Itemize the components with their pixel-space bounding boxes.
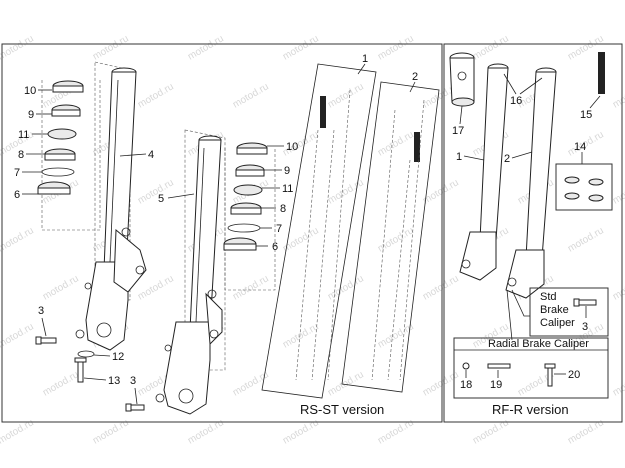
fork-leg-left	[75, 61, 147, 351]
label-8-left: 8	[18, 149, 24, 161]
watermark-text: motod.ru	[91, 33, 131, 62]
label-7-left: 7	[14, 167, 20, 179]
right-panel-frame	[443, 43, 623, 423]
cartridge-exploded-1	[261, 63, 377, 399]
label-8-right: 8	[280, 203, 286, 215]
label-19: 19	[490, 379, 502, 391]
part-15-spring	[598, 52, 605, 94]
label-18: 18	[460, 379, 472, 391]
label-1-rfr: 1	[456, 151, 462, 163]
fork-leg-right	[155, 129, 226, 415]
watermark-text: motod.ru	[41, 273, 81, 302]
std-brake-leader	[511, 289, 530, 317]
label-16: 16	[510, 95, 522, 107]
watermark-text: motod.ru	[611, 177, 625, 206]
label-10-left: 10	[24, 85, 36, 97]
label-3-std: 3	[582, 321, 588, 333]
watermark-text: motod.ru	[376, 33, 416, 62]
watermark-text: motod.ru	[326, 81, 366, 110]
watermark-text: motod.ru	[41, 369, 81, 398]
watermark-text: motod.ru	[231, 273, 271, 302]
watermark-text: motod.ru	[281, 33, 321, 62]
watermark-text: motod.ru	[611, 81, 625, 110]
watermark-text: motod.ru	[136, 81, 176, 110]
watermark-text: motod.ru	[611, 273, 625, 302]
label-9-right: 9	[284, 165, 290, 177]
fork-leg-rfr-1	[459, 63, 509, 281]
bolts-left	[35, 336, 145, 412]
radial-brake-title: Radial Brake Caliper	[488, 338, 589, 350]
label-4: 4	[148, 149, 154, 161]
radial-brake-caliper-box	[453, 337, 609, 399]
rf-r-version-label: RF-R version	[492, 402, 569, 417]
seal-stack-left	[37, 80, 101, 231]
part-labels: 10 9 11 8 7 6 4 5 3 12 13 3 10 9 11 8 7 …	[14, 53, 601, 405]
label-11-left: 11	[18, 129, 29, 141]
label-11-right: 11	[282, 183, 293, 195]
label-15: 15	[580, 109, 592, 121]
std-brake-caliper-box	[529, 287, 609, 337]
watermark-text: motod.ru	[471, 33, 511, 62]
watermark-text: motod.ru	[136, 177, 176, 206]
label-20: 20	[568, 369, 580, 381]
label-17: 17	[452, 125, 464, 137]
watermark-text: motod.ru	[421, 273, 461, 302]
watermark-text: motod.ru	[326, 177, 366, 206]
watermark-text: motod.ru	[0, 33, 36, 62]
radial-parts	[462, 362, 556, 387]
std-brake-line1: Std	[540, 291, 557, 303]
watermark-text: motod.ru	[0, 225, 36, 254]
label-6-right: 6	[272, 241, 278, 253]
label-10-right: 10	[286, 141, 298, 153]
label-6-left: 6	[14, 189, 20, 201]
watermark-text: motod.ru	[326, 369, 366, 398]
part-17-cap	[449, 52, 475, 107]
bushings-box	[555, 163, 613, 211]
cartridge-exploded-2	[341, 81, 440, 393]
label-1: 1	[362, 53, 368, 65]
bolt-3-std	[573, 298, 597, 307]
watermark-text: motod.ru	[186, 33, 226, 62]
bushings-14	[564, 176, 604, 202]
label-3-bottom: 3	[130, 375, 136, 387]
watermark-text: motod.ru	[376, 225, 416, 254]
label-3-left: 3	[38, 305, 44, 317]
label-2-rfr: 2	[504, 153, 510, 165]
watermark-text: motod.ru	[421, 177, 461, 206]
watermark-text: motod.ru	[136, 273, 176, 302]
label-9-left: 9	[28, 109, 34, 121]
watermark-text: motod.ru	[376, 129, 416, 158]
fork-leg-rfr-2	[505, 67, 557, 299]
watermark-text: motod.ru	[0, 321, 36, 350]
watermark-text: motod.ru	[326, 273, 366, 302]
watermark-text: motod.ru	[281, 225, 321, 254]
watermark-text: motod.ru	[611, 369, 625, 398]
rs-st-version-label: RS-ST version	[300, 402, 384, 417]
watermark-text: motod.ru	[231, 81, 271, 110]
std-brake-line3: Caliper	[540, 317, 575, 329]
left-panel-frame	[1, 43, 443, 423]
watermark-text: motod.ru	[566, 225, 606, 254]
label-5: 5	[158, 193, 164, 205]
watermark-text: motod.ru	[421, 369, 461, 398]
label-12: 12	[112, 351, 124, 363]
seal-stack-right	[223, 142, 276, 291]
label-2: 2	[412, 71, 418, 83]
std-brake-line2: Brake	[540, 304, 569, 316]
label-7-right: 7	[276, 223, 282, 235]
radial-leader	[506, 289, 513, 341]
label-14: 14	[574, 141, 586, 153]
label-13: 13	[108, 375, 120, 387]
